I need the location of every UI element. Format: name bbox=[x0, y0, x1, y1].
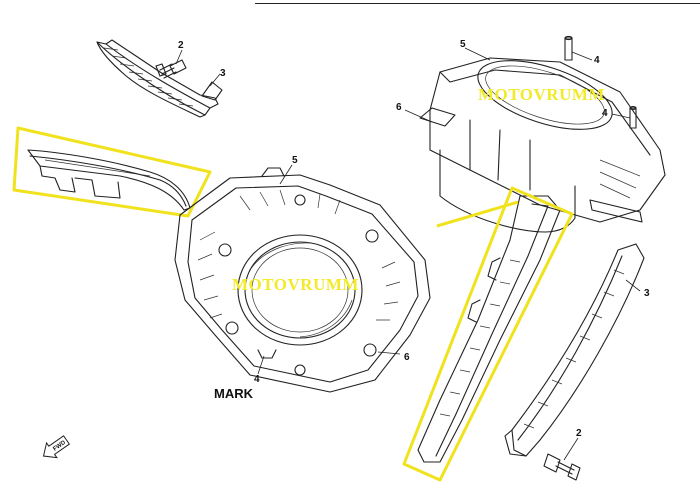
callout-chain-guide-right: 3 bbox=[644, 288, 650, 299]
callout-mark-pin: 4 bbox=[254, 374, 260, 385]
mark-label: MARK bbox=[214, 386, 254, 401]
chain-guide-highlighted-left bbox=[27, 149, 191, 211]
callout-cylinder-right: 5 bbox=[460, 39, 466, 50]
highlight-box-upper-left bbox=[12, 126, 212, 218]
upper-right-cylinder bbox=[419, 35, 666, 233]
center-cylinder-block bbox=[174, 167, 431, 393]
callout-cylinder-center: 5 bbox=[292, 155, 298, 166]
right-chain-guide bbox=[504, 243, 645, 457]
callout-gasket-right: 6 bbox=[396, 102, 402, 113]
watermark-upper: MOTOVRUMM bbox=[478, 85, 605, 104]
callout-damper-top: 3 bbox=[220, 68, 226, 79]
upper-chain-guide bbox=[96, 39, 223, 118]
leader-lines bbox=[175, 47, 641, 461]
long-chain-guide-highlighted bbox=[417, 195, 561, 463]
callout-gasket-center: 6 bbox=[404, 352, 410, 363]
lower-bolt bbox=[543, 453, 581, 481]
watermark-center: MOTOVRUMM bbox=[232, 275, 359, 294]
highlight-pointer-line bbox=[436, 200, 519, 228]
fwd-arrow-icon: FWD bbox=[42, 435, 71, 459]
callout-stud-right: 4 bbox=[602, 108, 608, 119]
callout-bolt-top: 2 bbox=[178, 40, 184, 51]
callout-stud-top: 4 bbox=[594, 55, 600, 66]
callout-bolt-bottom: 2 bbox=[576, 428, 582, 439]
highlight-box-center-right bbox=[402, 186, 574, 482]
